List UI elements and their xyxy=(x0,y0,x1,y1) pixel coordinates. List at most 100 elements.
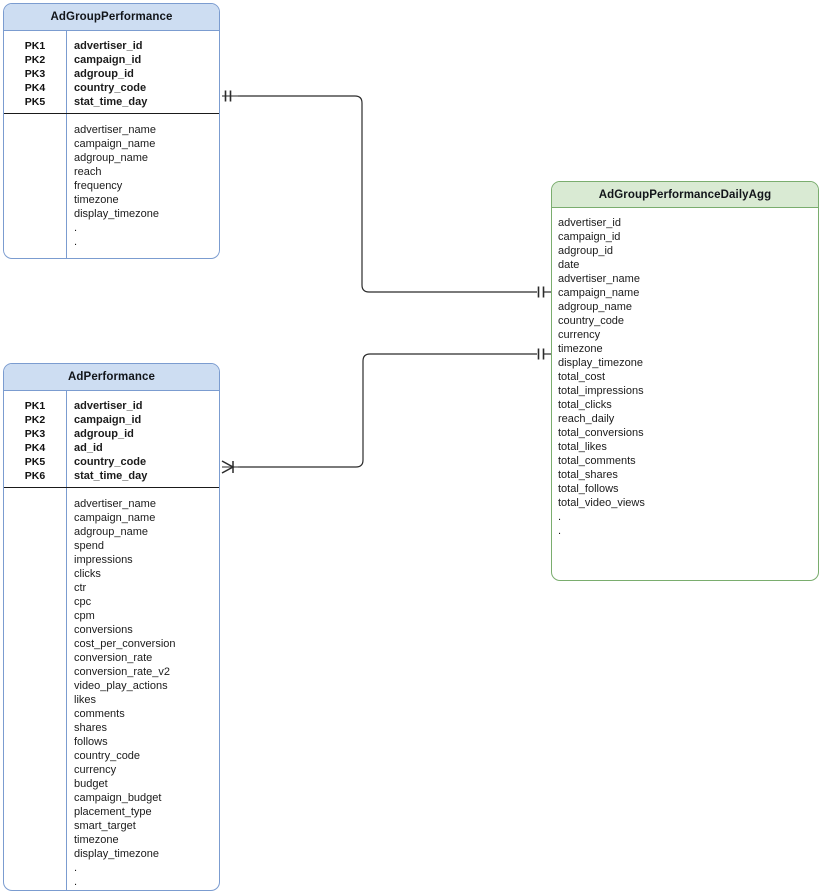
field-row: advertiser_name xyxy=(74,123,156,137)
field-row: campaign_name xyxy=(74,137,155,151)
pk-tag: PK5 xyxy=(24,456,46,468)
field-name: display_timezone xyxy=(558,357,643,369)
field-name: campaign_id xyxy=(74,54,142,66)
field-name: advertiser_id xyxy=(558,217,621,229)
field-row: PK1 advertiser_id xyxy=(4,399,219,413)
relationship-ad-to-agg xyxy=(221,348,551,474)
field-name: adgroup_name xyxy=(74,526,149,538)
field-name: placement_type xyxy=(74,806,152,818)
field-row: smart_target xyxy=(74,819,136,833)
pk-tag: PK2 xyxy=(24,414,46,426)
field-row: timezone xyxy=(74,833,119,847)
field-name: adgroup_name xyxy=(558,301,633,313)
field-row: campaign_id xyxy=(558,230,620,244)
field-row: advertiser_id xyxy=(558,216,621,230)
field-name: campaign_budget xyxy=(74,792,162,804)
field-row: PK6 stat_time_day xyxy=(4,469,219,483)
entity-body-adgroup-performance-daily-agg: advertiser_id campaign_id adgroup_id dat… xyxy=(552,208,818,580)
field-name: video_play_actions xyxy=(74,680,168,692)
pk-tag: PK4 xyxy=(24,442,46,454)
field-name: cpc xyxy=(74,596,92,608)
entity-adgroup-performance-daily-agg[interactable]: AdGroupPerformanceDailyAgg advertiser_id… xyxy=(551,181,819,581)
entity-title-adgroup-performance-daily-agg: AdGroupPerformanceDailyAgg xyxy=(552,182,818,208)
field-name: display_timezone xyxy=(74,208,159,220)
field-name: currency xyxy=(74,764,117,776)
field-name: reach_daily xyxy=(558,413,615,425)
field-name: display_timezone xyxy=(74,848,159,860)
field-row: conversion_rate xyxy=(74,651,152,665)
field-name: total_comments xyxy=(558,455,636,467)
field-row: total_conversions xyxy=(558,426,644,440)
ellipsis-row: . xyxy=(74,862,78,874)
field-name: cost_per_conversion xyxy=(74,638,176,650)
field-row: frequency xyxy=(74,179,122,193)
field-row: PK1 advertiser_id xyxy=(4,39,219,53)
field-name: campaign_id xyxy=(558,231,621,243)
field-row: display_timezone xyxy=(558,356,643,370)
field-row: conversion_rate_v2 xyxy=(74,665,170,679)
field-name: stat_time_day xyxy=(74,470,148,482)
field-row: PK5 stat_time_day xyxy=(4,95,219,109)
pk-divider xyxy=(66,31,68,258)
field-name: advertiser_name xyxy=(74,498,156,510)
field-row: date xyxy=(558,258,579,272)
pk-tag: PK3 xyxy=(24,68,46,80)
field-name: spend xyxy=(74,540,104,552)
field-row: total_likes xyxy=(558,440,607,454)
field-name: adgroup_id xyxy=(558,245,614,257)
field-row: campaign_budget xyxy=(74,791,161,805)
field-row: budget xyxy=(74,777,108,791)
field-name: campaign_name xyxy=(558,287,640,299)
field-name: advertiser_name xyxy=(558,273,640,285)
field-name: total_clicks xyxy=(558,399,612,411)
field-row: total_cost xyxy=(558,370,605,384)
field-name: conversion_rate xyxy=(74,652,153,664)
field-name: advertiser_id xyxy=(74,40,143,52)
field-name: total_likes xyxy=(558,441,607,453)
field-row: reach_daily xyxy=(558,412,614,426)
key-section-divider xyxy=(4,487,219,489)
field-name: smart_target xyxy=(74,820,136,832)
field-row: PK4 country_code xyxy=(4,81,219,95)
field-name: total_video_views xyxy=(558,497,645,509)
entity-title-ad-performance: AdPerformance xyxy=(4,364,219,391)
field-name: shares xyxy=(74,722,108,734)
field-row: advertiser_name xyxy=(558,272,640,286)
field-row: PK2 campaign_id xyxy=(4,413,219,427)
ellipsis-row: . xyxy=(74,876,78,888)
field-row: placement_type xyxy=(74,805,152,819)
field-row: total_shares xyxy=(558,468,618,482)
entity-title-adgroup-performance: AdGroupPerformance xyxy=(4,4,219,31)
field-name: advertiser_name xyxy=(74,124,156,136)
field-row: reach xyxy=(74,165,102,179)
field-row: impressions xyxy=(74,553,133,567)
field-row: cpc xyxy=(74,595,91,609)
field-row: adgroup_name xyxy=(558,300,632,314)
field-name: comments xyxy=(74,708,125,720)
field-name: country_code xyxy=(558,315,625,327)
field-name: likes xyxy=(74,694,97,706)
entity-adgroup-performance[interactable]: AdGroupPerformance PK1 advertiser_id PK2… xyxy=(3,3,220,259)
pk-tag: PK1 xyxy=(24,40,46,52)
ellipsis-row: . xyxy=(74,236,78,248)
field-row: adgroup_id xyxy=(558,244,613,258)
entity-body-ad-performance: PK1 advertiser_id PK2 campaign_id PK3 ad… xyxy=(4,391,219,890)
field-name: total_conversions xyxy=(558,427,644,439)
field-name: frequency xyxy=(74,180,123,192)
field-row: adgroup_name xyxy=(74,525,148,539)
field-row: timezone xyxy=(74,193,119,207)
field-row: PK3 adgroup_id xyxy=(4,427,219,441)
pk-tag: PK1 xyxy=(24,400,46,412)
field-name: adgroup_name xyxy=(74,152,149,164)
pk-tag: PK4 xyxy=(24,82,46,94)
field-row: shares xyxy=(74,721,107,735)
field-row: total_impressions xyxy=(558,384,644,398)
field-row: currency xyxy=(558,328,600,342)
field-name: adgroup_id xyxy=(74,428,134,440)
field-name: conversions xyxy=(74,624,133,636)
pk-tag: PK3 xyxy=(24,428,46,440)
field-row: campaign_name xyxy=(558,286,639,300)
field-name: total_impressions xyxy=(558,385,644,397)
field-row: total_video_views xyxy=(558,496,645,510)
entity-ad-performance[interactable]: AdPerformance PK1 advertiser_id PK2 camp… xyxy=(3,363,220,891)
